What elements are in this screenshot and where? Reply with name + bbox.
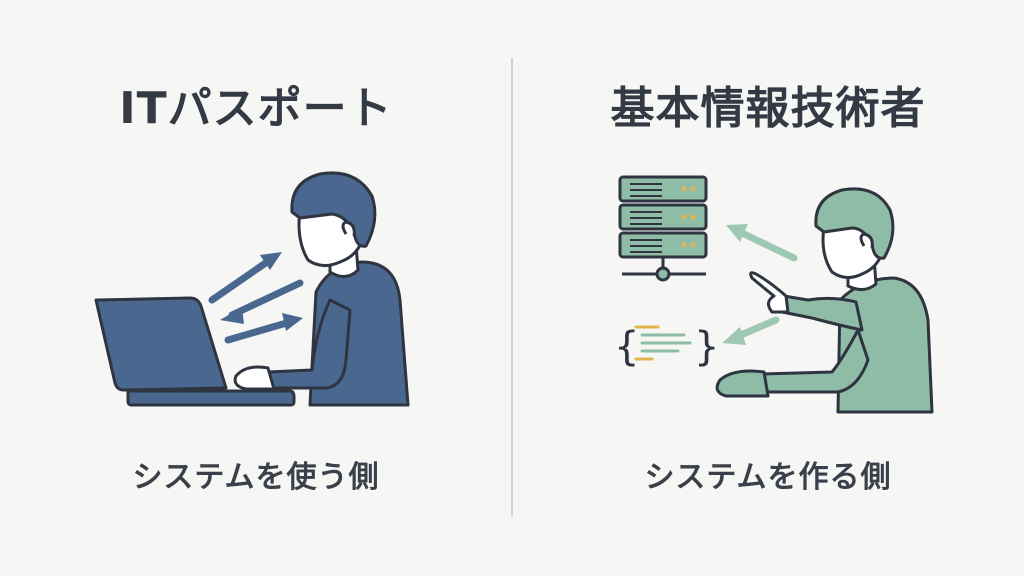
user-illustration (94, 171, 410, 407)
interaction-arrows-icon (208, 252, 304, 344)
creator-side-caption: システムを作る側 (644, 460, 892, 495)
creator-illustration: { } (614, 175, 934, 414)
user-side-caption: システムを使う側 (132, 460, 380, 495)
user-person-icon (233, 171, 410, 407)
center-divider (511, 58, 513, 516)
svg-text:{: { (614, 324, 639, 370)
svg-text:}: } (694, 324, 719, 370)
it-passport-panel: ITパスポート (94, 83, 410, 495)
creator-person-icon (715, 187, 934, 414)
it-passport-title: ITパスポート (119, 83, 393, 134)
code-icon: { } (614, 324, 719, 370)
fundamental-engineer-panel: 基本情報技術者 { } (512, 0, 1024, 576)
server-icon (618, 175, 708, 282)
laptop-icon (94, 296, 296, 407)
build-arrows-icon (722, 224, 798, 345)
fundamental-engineer-title: 基本情報技術者 (610, 83, 926, 134)
